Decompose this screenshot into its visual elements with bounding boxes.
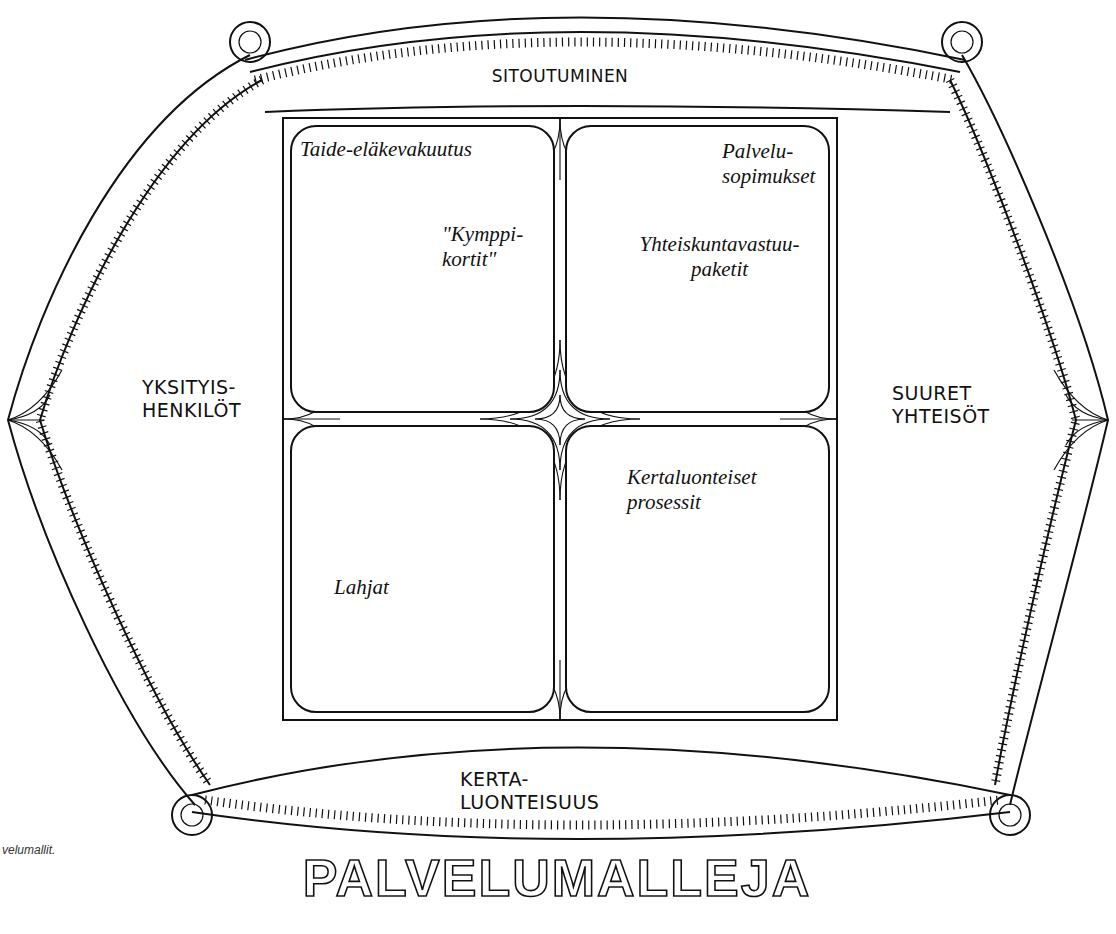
axis-panel: SUURET YHTEISÖT [888,376,1038,448]
axis-panel: YKSITYIS- HENKILÖT [140,368,282,440]
right-hatching [950,80,1076,785]
left-hatching [40,80,262,785]
diagram-title: PALVELUMALLEJA [257,852,857,904]
figure-caption: velumallit. [2,843,122,857]
model-quadrant: Taide-eläkevakuutus "Kymppi- kortit" [290,125,555,413]
model-label: Yhteiskuntavastuu- paketit [622,232,817,282]
top-band-lower [265,106,950,112]
center-square [283,118,837,720]
model-quadrant: Kertaluonteiset prosessit [565,425,830,713]
model-label: Taide-eläkevakuutus [300,137,545,162]
axis-label: SUURET YHTEISÖT [892,382,1022,428]
right-inner-outline [950,80,1076,785]
axis-label: YKSITYIS- HENKILÖT [142,376,278,422]
left-inner-outline [40,80,262,785]
model-quadrant: Palvelu- sopimuksetYhteiskuntavastuu- pa… [565,125,830,413]
model-label: Palvelu- sopimukset [722,139,822,189]
bottom-band-hatching [205,800,1000,825]
bottom-band-outline [192,812,1010,839]
model-label: Lahjat [334,575,454,600]
bottom-band-upper [192,748,1010,796]
center-web [284,119,836,719]
model-label: Kertaluonteiset prosessit [627,465,807,515]
left-outline [8,55,250,805]
tip-web [8,370,1108,470]
commitment-band: SITOUTUMINEN [300,60,826,100]
band-label: SITOUTUMINEN [300,66,820,86]
corner-ornaments [172,22,1030,835]
model-quadrant: Lahjat [290,425,555,713]
one-off-band: KERTA- LUONTEISUUS [440,766,660,818]
band-label: KERTA- LUONTEISUUS [460,768,640,814]
model-label: "Kymppi- kortit" [442,222,537,272]
